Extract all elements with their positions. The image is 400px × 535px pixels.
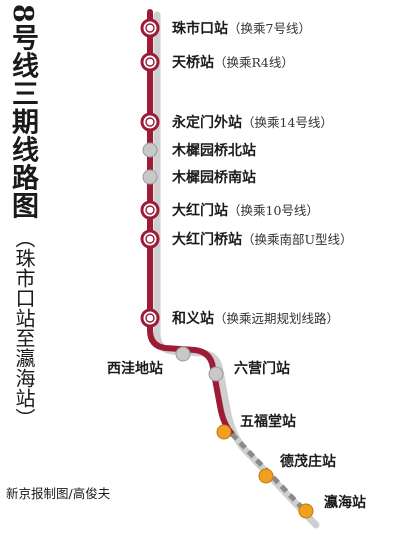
transfer-station-icon xyxy=(140,18,160,38)
station-name: 五福堂站 xyxy=(240,413,296,430)
station-liuyingmen: 六营门站 xyxy=(208,360,290,382)
station-name: 珠市口站 xyxy=(172,20,228,37)
station-label: 珠市口站（换乘7号线） xyxy=(172,20,311,37)
station-yinghai: 瀛海站 xyxy=(298,494,366,519)
transfer-station-icon xyxy=(140,229,160,249)
future-station-dot-icon xyxy=(298,503,314,519)
station-name: 德茂庄站 xyxy=(280,453,336,470)
station-label: 木樨园桥南站 xyxy=(171,169,256,186)
station-label: 瀛海站 xyxy=(323,494,366,511)
station-name: 木樨园桥南站 xyxy=(171,169,256,186)
station-dot-icon xyxy=(142,169,158,185)
station-name: 大红门桥站 xyxy=(172,231,242,248)
station-label: 天桥站（换乘R4线） xyxy=(172,54,294,71)
station-name: 天桥站 xyxy=(172,54,214,71)
route-line xyxy=(147,9,235,437)
station-label: 六营门站 xyxy=(234,360,290,377)
station-name: 大红门站 xyxy=(172,202,228,219)
station-tianqiao: 天桥站（换乘R4线） xyxy=(140,52,294,72)
station-label: 大红门站（换乘10号线） xyxy=(172,202,319,219)
station-label: 永定门外站（换乘14号线） xyxy=(171,114,333,131)
station-wufutang: 五福堂站 xyxy=(216,413,296,440)
station-label: 木樨园桥北站 xyxy=(171,142,256,159)
route-line-shadow xyxy=(153,11,320,529)
station-dot-icon xyxy=(208,366,224,382)
station-transfer-note: （换乘10号线） xyxy=(228,203,319,218)
station-yongdingmenwai: 永定门外站（换乘14号线） xyxy=(140,112,333,132)
station-name: 西洼地站 xyxy=(107,360,163,377)
station-dahongmen: 大红门站（换乘10号线） xyxy=(140,200,319,220)
station-dahongmenqiao: 大红门桥站（换乘南部U型线） xyxy=(140,229,353,249)
transfer-station-icon xyxy=(140,112,160,132)
stations-layer: 珠市口站（换乘7号线） 天桥站（换乘R4线） 永定门外站（换乘14号线） 木樨园桥北站… xyxy=(107,18,366,519)
transfer-station-icon-inner xyxy=(145,205,155,215)
station-transfer-note: （换乘R4线） xyxy=(214,55,294,70)
station-label: 德茂庄站 xyxy=(280,453,336,470)
station-label: 西洼地站 xyxy=(107,360,163,377)
station-name: 瀛海站 xyxy=(323,494,366,511)
transfer-station-icon-inner xyxy=(145,117,155,127)
station-name: 木樨园桥北站 xyxy=(171,142,256,159)
station-muxiyuan-n: 木樨园桥北站 xyxy=(142,142,256,159)
transfer-station-icon-inner xyxy=(145,313,155,323)
map-credit: 新京报制图/高俊夫 xyxy=(6,486,111,501)
station-xiwadi: 西洼地站 xyxy=(107,346,191,377)
transfer-station-icon-inner xyxy=(145,23,155,33)
station-muxiyuan-s: 木樨园桥南站 xyxy=(142,169,256,186)
station-label: 五福堂站 xyxy=(240,413,296,430)
station-dot-icon xyxy=(142,142,158,158)
transfer-station-icon-inner xyxy=(145,57,155,67)
map-title: 8号线三期线路图 xyxy=(7,4,38,220)
station-transfer-note: （换乘7号线） xyxy=(228,21,311,36)
station-label: 大红门桥站（换乘南部U型线） xyxy=(172,231,353,248)
station-demaozhuang: 德茂庄站 xyxy=(258,453,336,484)
station-label: 和义站（换乘远期规划线路） xyxy=(172,310,339,327)
station-name: 六营门站 xyxy=(234,360,290,377)
station-name: 永定门外站 xyxy=(171,114,242,131)
station-name: 和义站 xyxy=(172,310,214,327)
transfer-station-icon xyxy=(140,200,160,220)
station-zhushikou: 珠市口站（换乘7号线） xyxy=(140,18,311,38)
transfer-station-icon xyxy=(140,308,160,328)
transfer-station-icon xyxy=(140,52,160,72)
station-transfer-note: （换乘14号线） xyxy=(242,115,333,130)
station-transfer-note: （换乘远期规划线路） xyxy=(214,311,339,326)
station-transfer-note: （换乘南部U型线） xyxy=(242,232,353,247)
station-heyi: 和义站（换乘远期规划线路） xyxy=(140,308,339,328)
future-station-dot-icon xyxy=(258,468,274,484)
map-subtitle: （珠市口站至瀛海站） xyxy=(12,228,36,428)
transfer-station-icon-inner xyxy=(145,234,155,244)
future-station-dot-icon xyxy=(216,424,232,440)
station-dot-icon xyxy=(175,346,191,362)
